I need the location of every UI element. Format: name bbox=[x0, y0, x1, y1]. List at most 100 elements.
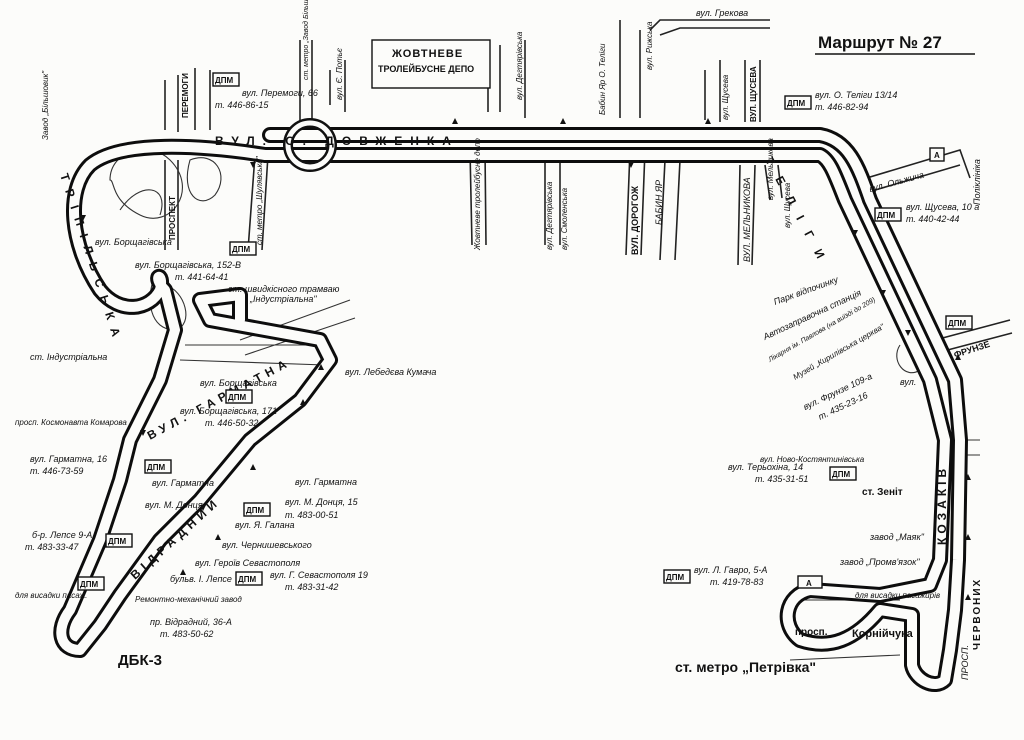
dpm-5: ДПМ bbox=[948, 319, 966, 328]
dpm-1: ДПМ bbox=[215, 76, 233, 85]
label-l1: вул. Перемоги, 66 bbox=[242, 88, 318, 98]
dpm-7: ДПМ bbox=[147, 463, 165, 472]
label-l21: Ремонтно-механічний завод bbox=[135, 595, 242, 604]
dpm-3: ДПМ bbox=[877, 211, 895, 220]
street-prosp2: ПРОСП. bbox=[960, 645, 970, 680]
dpm-11: ДПМ bbox=[238, 575, 256, 584]
label-l24: ДБК-3 bbox=[118, 652, 162, 669]
label-l9: ст. Індустріальна bbox=[30, 352, 107, 362]
label-l44: вул. Смоленська bbox=[560, 187, 569, 250]
label-l50: Завод „Більшовик" bbox=[41, 70, 50, 140]
label-l4: вул. Борщагівська, 152-В bbox=[135, 260, 241, 270]
street-kazakov: КОЗАКІВ bbox=[935, 465, 949, 545]
street-frunze: ФРУНЗЕ bbox=[953, 339, 992, 360]
label-l40: вул. Є. Потьє bbox=[335, 48, 344, 100]
dpm-boxes: ДПМ ДПМ ДПМ ДПМ ДПМ ДПМ ДПМ ДПМ ДПМ ДПМ … bbox=[77, 72, 973, 591]
dpm-13: ДПМ bbox=[666, 573, 684, 582]
label-l43: вул. Дегтярівська bbox=[545, 181, 554, 250]
label-l5: ст. швидкісного трамваю bbox=[228, 284, 340, 294]
label-l7: вул. Борщагівська bbox=[200, 378, 277, 388]
label-l23: для висадки пасаж. bbox=[15, 591, 87, 600]
route-line bbox=[53, 127, 968, 692]
label-l5b: „Індустріальна" bbox=[249, 294, 317, 304]
label-l35: вул. Л. Гавро, 5-А bbox=[694, 565, 767, 575]
street-peremogy: ПЕРЕМОГИ bbox=[181, 73, 190, 118]
label-l1t: т. 446-86-15 bbox=[215, 100, 269, 110]
label-l37: ст. метро „Петрівка" bbox=[675, 659, 816, 675]
label-l31t: т. 435-31-51 bbox=[755, 474, 808, 484]
label-l20t: т. 483-31-42 bbox=[285, 582, 338, 592]
label-l34: завод „Промв'язок" bbox=[839, 557, 920, 567]
label-l41: вул. Дегтярівська bbox=[515, 31, 524, 100]
label-l14: вул. М. Донця, 15 bbox=[285, 497, 359, 507]
street-dovzhenka: ВУЛ. О. ДОВЖЕНКА bbox=[215, 134, 459, 148]
box-a-2: А bbox=[806, 579, 812, 588]
label-l11t: т. 446-73-59 bbox=[30, 466, 83, 476]
label-l38: Поліклініка bbox=[972, 159, 982, 205]
label-l46: вул. Рижська bbox=[645, 21, 654, 70]
label-l47: вул. Щусева bbox=[721, 74, 730, 120]
street-melnykova: ВУЛ. МЕЛЬНИКОВА bbox=[742, 177, 752, 262]
label-l20: вул. Г. Севастополя 19 bbox=[270, 570, 368, 580]
street-dorogozh: ВУЛ. ДОРОГОЖ bbox=[630, 185, 640, 255]
label-l45: Бабин Яр О. Теліги bbox=[598, 43, 607, 115]
label-l39: ст. метро „Шулявська" bbox=[255, 155, 264, 245]
street-babyn: БАБИН ЯР bbox=[654, 180, 664, 225]
label-l52: ст. метро „Завод Більшовик" bbox=[302, 0, 310, 80]
street-grekova: вул. Грекова bbox=[696, 8, 748, 18]
label-l33: завод „Маяк" bbox=[869, 532, 925, 542]
annotations: вул. Перемоги, 66 т. 446-86-15 вул. О. Т… bbox=[15, 0, 982, 675]
dpm-2: ДПМ bbox=[787, 99, 805, 108]
street-olzhycha: вул. Ольжича bbox=[868, 170, 925, 194]
label-l19: бульв. І. Лепсе bbox=[170, 574, 232, 584]
label-l53: вул. Гарматна bbox=[295, 477, 357, 487]
box-a-1: А bbox=[934, 151, 940, 160]
label-l42: Жовтневе тролейбусне депо bbox=[473, 138, 482, 251]
dpm-12: ДПМ bbox=[80, 580, 98, 589]
label-l10: просп. Космонавта Комарова bbox=[15, 418, 127, 427]
street-prosp: просп. bbox=[795, 627, 828, 638]
label-l22t: т. 483-50-62 bbox=[160, 629, 213, 639]
label-l36: для висадки пасажирів bbox=[855, 591, 940, 600]
label-l2: вул. О. Теліги 13/14 bbox=[815, 90, 897, 100]
street-korniychuka: Корнійчука bbox=[852, 628, 914, 640]
label-l8t: т. 446-50-32 bbox=[205, 418, 258, 428]
label-l13: вул. М. Донця bbox=[145, 500, 203, 510]
label-l17t: т. 483-33-47 bbox=[25, 542, 79, 552]
label-l12: вул. Гарматна bbox=[152, 478, 214, 488]
route-title: Маршрут № 27 bbox=[818, 33, 942, 52]
label-l14t: т. 483-00-51 bbox=[285, 510, 338, 520]
dpm-4: ДПМ bbox=[232, 245, 250, 254]
dpm-10: ДПМ bbox=[108, 537, 126, 546]
label-l35t: т. 419-78-83 bbox=[710, 577, 763, 587]
label-l48: вул. Мельникова bbox=[766, 138, 775, 200]
label-l8: вул. Борщагівська, 171 bbox=[180, 406, 277, 416]
dpm-6: ДПМ bbox=[228, 393, 246, 402]
label-l32: ст. Зеніт bbox=[862, 487, 903, 498]
label-l15: вул. Я. Галана bbox=[235, 520, 295, 530]
label-l11: вул. Гарматна, 16 bbox=[30, 454, 107, 464]
label-l31: вул. Терьохіна, 14 bbox=[728, 462, 803, 472]
label-l22: пр. Відрадний, 36-А bbox=[150, 617, 232, 627]
street-prospekt: ПРОСПЕКТ bbox=[168, 196, 177, 240]
label-l2t: т. 446-82-94 bbox=[815, 102, 868, 112]
dpm-9: ДПМ bbox=[246, 506, 264, 515]
stop-markers bbox=[80, 118, 971, 600]
label-l17: б-р. Лепсе 9-А bbox=[32, 530, 92, 540]
street-shchuseva: ВУЛ. ЩУСЕВА bbox=[749, 66, 758, 122]
label-l3: вул. Щусева, 10 а bbox=[906, 202, 979, 212]
depot-line1: ЖОВТНЕВЕ bbox=[391, 48, 463, 60]
label-l49: вул. Щусева bbox=[783, 182, 792, 228]
label-l51: вул. Борщагівська bbox=[95, 237, 172, 247]
label-l30: вул. Ново-Костянтинівська bbox=[760, 455, 865, 464]
street-chervonykh: ЧЕРВОНИХ bbox=[972, 578, 983, 650]
depot-line2: ТРОЛЕЙБУСНЕ ДЕПО bbox=[378, 63, 474, 74]
label-l3t: т. 440-42-44 bbox=[906, 214, 959, 224]
label-l6: вул. Лебедєва Кумача bbox=[345, 367, 436, 377]
label-l16: вул. Чернишевського bbox=[222, 540, 312, 550]
depot-box bbox=[371, 39, 491, 89]
street-vul: вул. bbox=[900, 377, 916, 387]
street-tripilska: ТРІПІЛЬСЬКА bbox=[57, 172, 126, 347]
dpm-8: ДПМ bbox=[832, 470, 850, 479]
